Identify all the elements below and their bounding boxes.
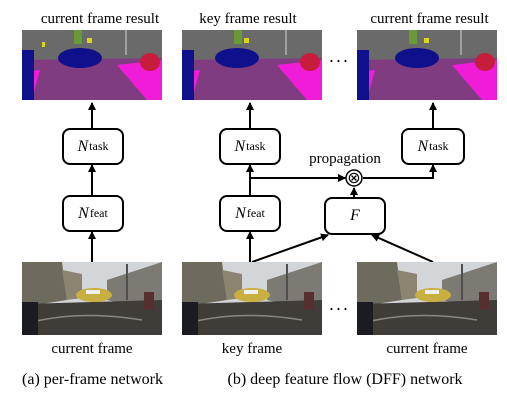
left-feat-sub: feat bbox=[89, 206, 108, 220]
frame-photo-current bbox=[357, 262, 497, 335]
left-feat-symbol: N bbox=[78, 204, 89, 222]
right-result-label: current frame result bbox=[370, 11, 489, 27]
ellipsis-top: ··· bbox=[328, 51, 350, 71]
arrow-current-frame-to-flow bbox=[371, 234, 434, 263]
key-feat-symbol: N bbox=[235, 204, 246, 222]
key-frame-label: key frame bbox=[221, 341, 283, 357]
frame-photo-key bbox=[182, 262, 322, 335]
key-task-symbol: N bbox=[234, 137, 246, 155]
key-frame-result-label: key frame result bbox=[199, 11, 297, 27]
caption-per-frame: (a) per-frame network bbox=[22, 371, 163, 388]
current-frame-label: current frame bbox=[386, 341, 468, 357]
left-task-symbol: N bbox=[77, 137, 89, 155]
left-frame-label: current frame bbox=[51, 341, 133, 357]
key-task-sub: task bbox=[246, 139, 266, 153]
frame-photo-left bbox=[22, 262, 162, 335]
propagation-label: propagation bbox=[309, 151, 381, 167]
flow-symbol: F bbox=[350, 207, 360, 224]
segmentation-result-left bbox=[22, 30, 162, 100]
ellipsis-bottom: ··· bbox=[328, 299, 350, 319]
current-task-symbol: N bbox=[417, 137, 429, 155]
caption-dff: (b) deep feature flow (DFF) network bbox=[227, 371, 463, 388]
flow-network-box: F bbox=[324, 197, 386, 235]
left-task-sub: task bbox=[89, 139, 109, 153]
segmentation-result-key bbox=[182, 30, 322, 100]
segmentation-result-current bbox=[357, 30, 497, 100]
combine-symbol: ⊗ bbox=[347, 168, 361, 187]
key-feat-sub: feat bbox=[246, 206, 265, 220]
left-result-label: current frame result bbox=[40, 11, 160, 27]
arrow-key-frame-to-flow bbox=[251, 233, 329, 263]
current-task-sub: task bbox=[429, 139, 449, 153]
